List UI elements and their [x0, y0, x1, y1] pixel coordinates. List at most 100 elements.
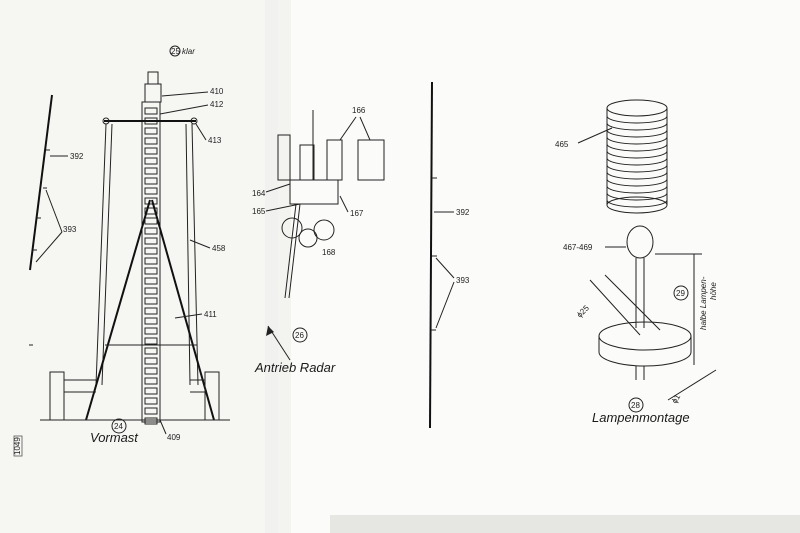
leader-413: [195, 123, 207, 141]
ladder-rung: [144, 177, 158, 185]
ladder-rung: [144, 267, 158, 275]
coil-ring: [606, 115, 668, 124]
radar-plate-mid: [299, 144, 315, 181]
label-411: 411: [204, 310, 217, 319]
label-410: 410: [210, 87, 224, 96]
arrow-head: [266, 326, 274, 336]
label-458: 458: [212, 244, 226, 253]
coil-ring: [606, 178, 668, 187]
left-page: [0, 0, 278, 533]
ladder-rung: [144, 407, 158, 415]
dim-25-line: [589, 279, 641, 336]
lamp-base-rim: [598, 336, 692, 367]
ladder-rung: [144, 257, 158, 265]
leader-393-right-a: [435, 257, 455, 279]
ladder-rung: [144, 287, 158, 295]
coil-ring: [606, 171, 668, 180]
dim-1-line: [667, 369, 717, 401]
corner-mark-box: [13, 435, 23, 457]
right-page: [278, 0, 800, 533]
leader-393a: [45, 189, 63, 233]
coil-ring: [606, 129, 668, 138]
fig29-number: 29: [676, 289, 685, 298]
ladder-rung: [144, 237, 158, 245]
ladder-rung: [144, 417, 158, 425]
coil-ring: [606, 199, 668, 208]
radar-wheel-mid: [298, 228, 318, 248]
mast-head: [144, 83, 162, 103]
yard-392-right: [429, 81, 433, 429]
label-412: 412: [210, 100, 224, 109]
coil-ring: [606, 185, 668, 194]
leader-458: [189, 239, 211, 249]
ladder-rung: [144, 357, 158, 365]
ladder-rung: [144, 167, 158, 175]
leg-left: [85, 199, 151, 421]
radar-plate-right: [326, 139, 343, 181]
radar-shaft: [284, 203, 297, 299]
page-gutter: [265, 0, 291, 533]
corner-mark: 1049: [13, 437, 22, 455]
ladder-rung: [144, 227, 158, 235]
stay-left-outer: [95, 123, 107, 386]
stay-left-inner: [101, 123, 113, 386]
leader-411: [174, 313, 203, 319]
leader-165: [265, 203, 301, 212]
dim-25-line: [604, 274, 661, 331]
radar-plate-left: [277, 134, 291, 181]
label-413: 413: [208, 136, 222, 145]
stay-right-inner: [185, 123, 191, 386]
leg-right: [151, 199, 215, 421]
fig24-caption: Vormast: [90, 430, 139, 445]
fig28-circle: [628, 397, 644, 413]
leader-409: [159, 419, 167, 435]
label-168: 168: [322, 248, 336, 257]
radar-figure: 166 164 165 167 168 26 Antrieb Radar: [252, 106, 385, 375]
leader-167: [339, 195, 349, 213]
leader-164: [265, 183, 291, 193]
yard-figure: 392 393: [429, 81, 470, 429]
label-halbe: halbe Lampen-: [699, 276, 708, 330]
vormast-figure: 392 393 25 klar 4: [13, 45, 230, 457]
coil-ring: [606, 143, 668, 152]
ladder-rung: [144, 317, 158, 325]
label-166: 166: [352, 106, 366, 115]
label-409: 409: [167, 433, 181, 442]
page-bottom-shadow: [330, 515, 800, 533]
leader-393b: [35, 231, 63, 263]
sheet-number: 25: [171, 47, 180, 56]
label-467: 467-469: [563, 243, 593, 252]
stay-right-outer: [191, 123, 199, 386]
coil-ring: [606, 192, 668, 201]
ladder-rung: [144, 197, 158, 205]
leader-410: [161, 91, 209, 97]
fig26-caption: Antrieb Radar: [254, 360, 336, 375]
label-465: 465: [555, 140, 569, 149]
fig26-circle: [292, 327, 308, 343]
ladder-rung: [144, 397, 158, 405]
radar-panel: [357, 139, 385, 181]
ladder-rung: [144, 107, 158, 115]
coil-ring: [606, 164, 668, 173]
leader-166b: [359, 116, 371, 141]
ladder-rung: [144, 247, 158, 255]
ladder-rung: [144, 137, 158, 145]
leader-465: [577, 127, 613, 144]
ladder-rung: [144, 277, 158, 285]
ladder-rung: [144, 367, 158, 375]
ladder-rung: [144, 387, 158, 395]
label-392-right: 392: [456, 208, 470, 217]
fig26-number: 26: [295, 331, 304, 340]
leader-166a: [339, 116, 357, 141]
label-hohe: höhe: [709, 282, 718, 300]
fig24-number: 24: [114, 422, 123, 431]
crosstree-end: [190, 117, 198, 125]
ladder-rung: [144, 187, 158, 195]
label-393-left: 393: [63, 225, 77, 234]
fig29-circle: [673, 285, 689, 301]
label-164: 164: [252, 189, 266, 198]
leader-412: [159, 104, 209, 115]
sheet-status: klar: [182, 47, 195, 56]
